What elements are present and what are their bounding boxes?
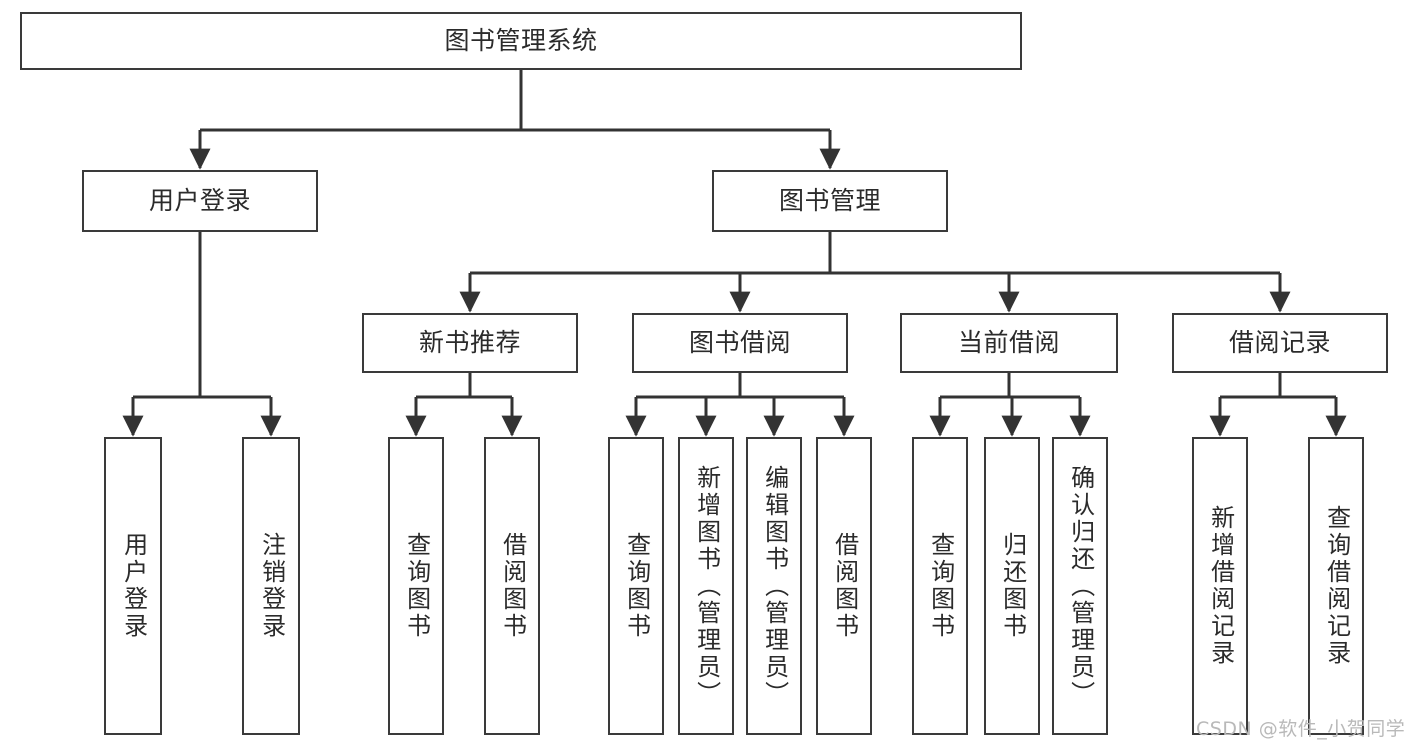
node-leaf-add-book[interactable]: 新增图书（管理员） bbox=[678, 437, 734, 735]
node-leaf-return-book[interactable]: 归还图书 bbox=[984, 437, 1040, 735]
node-label: 用户登录 bbox=[148, 186, 251, 216]
node-label: 图书管理 bbox=[778, 186, 881, 216]
node-leaf-query-record[interactable]: 查询借阅记录 bbox=[1308, 437, 1364, 735]
node-label: 查询借阅记录 bbox=[1322, 505, 1351, 667]
node-label: 用户登录 bbox=[119, 532, 148, 640]
node-borrow-record[interactable]: 借阅记录 bbox=[1172, 313, 1388, 373]
node-current-borrow[interactable]: 当前借阅 bbox=[900, 313, 1118, 373]
node-root[interactable]: 图书管理系统 bbox=[20, 12, 1022, 70]
node-label: 查询图书 bbox=[926, 532, 955, 640]
node-label: 查询图书 bbox=[622, 532, 651, 640]
node-label: 归还图书 bbox=[998, 532, 1027, 640]
node-label: 新书推荐 bbox=[418, 328, 521, 358]
node-user-login[interactable]: 用户登录 bbox=[82, 170, 318, 232]
node-label: 借阅图书 bbox=[830, 532, 859, 640]
node-leaf-user-logout[interactable]: 注销登录 bbox=[242, 437, 300, 735]
node-label: 当前借阅 bbox=[957, 328, 1060, 358]
node-label: 确认归还（管理员） bbox=[1066, 464, 1095, 708]
node-leaf-edit-book[interactable]: 编辑图书（管理员） bbox=[746, 437, 802, 735]
node-leaf-query-book-3[interactable]: 查询图书 bbox=[912, 437, 968, 735]
node-label: 图书借阅 bbox=[688, 328, 791, 358]
node-book-manage[interactable]: 图书管理 bbox=[712, 170, 948, 232]
node-leaf-borrow-book-2[interactable]: 借阅图书 bbox=[816, 437, 872, 735]
node-leaf-borrow-book-1[interactable]: 借阅图书 bbox=[484, 437, 540, 735]
node-new-book-rec[interactable]: 新书推荐 bbox=[362, 313, 578, 373]
node-label: 新增借阅记录 bbox=[1206, 505, 1235, 667]
node-label: 借阅图书 bbox=[498, 532, 527, 640]
node-label: 借阅记录 bbox=[1228, 328, 1331, 358]
node-label: 新增图书（管理员） bbox=[692, 464, 721, 708]
node-label: 图书管理系统 bbox=[444, 26, 598, 56]
node-leaf-confirm-return[interactable]: 确认归还（管理员） bbox=[1052, 437, 1108, 735]
watermark-label: CSDN @软件_小贺同学 bbox=[1196, 718, 1405, 740]
node-leaf-query-book-2[interactable]: 查询图书 bbox=[608, 437, 664, 735]
node-label: 查询图书 bbox=[402, 532, 431, 640]
node-label: 注销登录 bbox=[257, 532, 286, 640]
node-leaf-query-book-1[interactable]: 查询图书 bbox=[388, 437, 444, 735]
node-label: 编辑图书（管理员） bbox=[760, 464, 789, 708]
node-book-borrow[interactable]: 图书借阅 bbox=[632, 313, 848, 373]
node-leaf-add-record[interactable]: 新增借阅记录 bbox=[1192, 437, 1248, 735]
node-leaf-user-login[interactable]: 用户登录 bbox=[104, 437, 162, 735]
